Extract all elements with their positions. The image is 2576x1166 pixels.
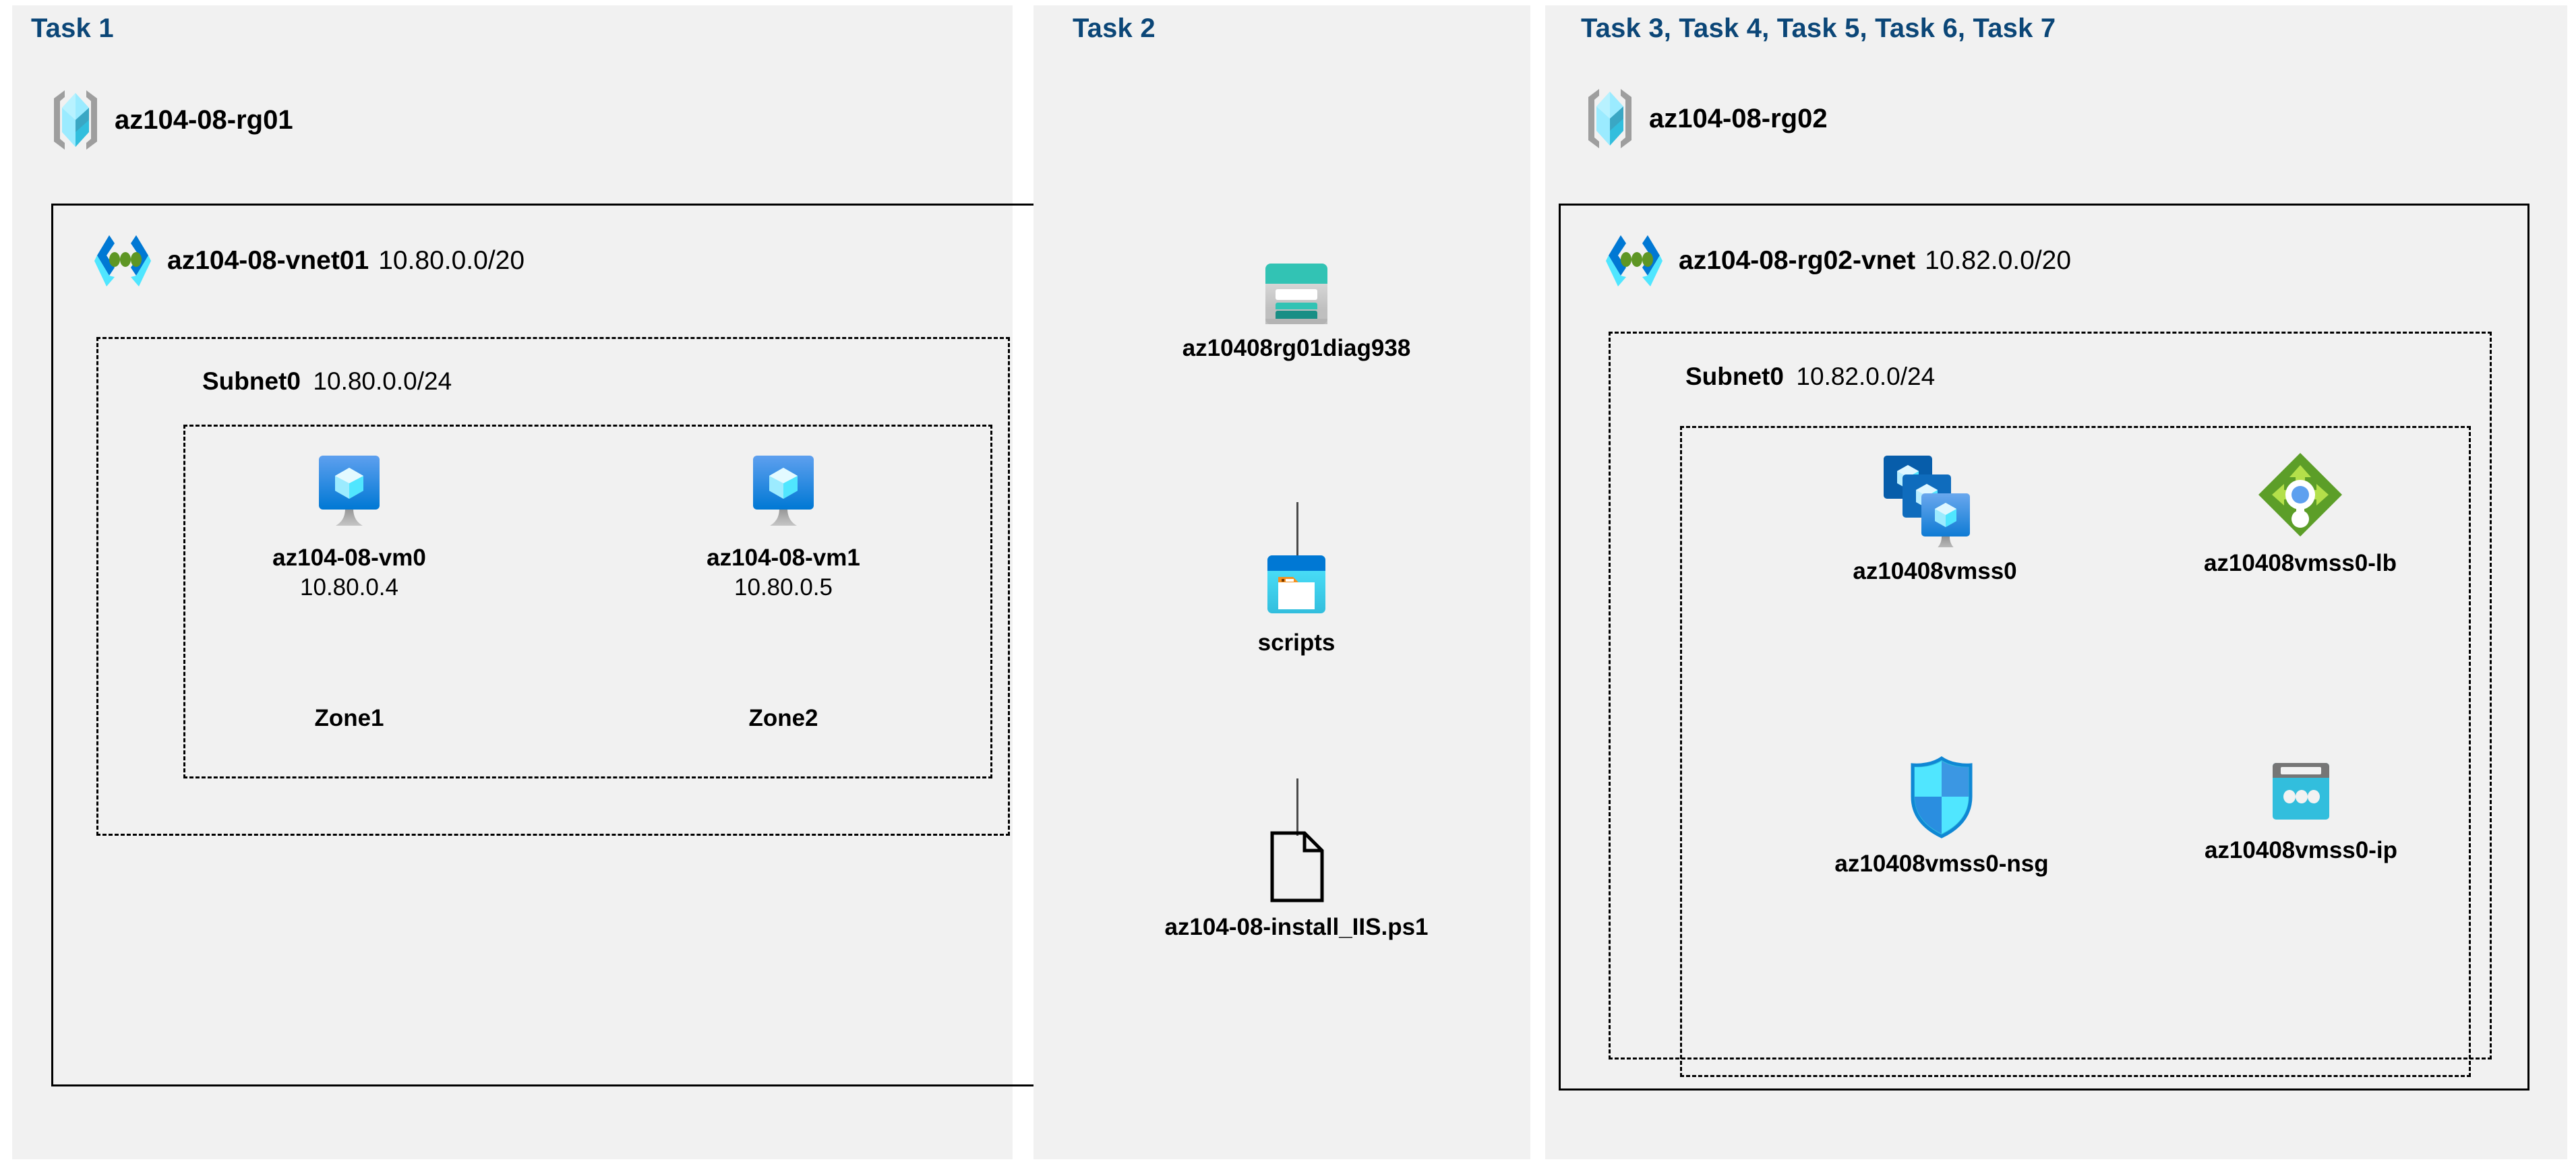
task1-subnet-name: Subnet0	[202, 367, 301, 395]
task3to7-subnet-cidr: 10.82.0.0/24	[1796, 363, 1936, 390]
storage-account-icon	[1263, 259, 1329, 324]
task3to7-load-balancer: az10408vmss0-lb	[2179, 450, 2422, 577]
task2-title: Task 2	[1073, 13, 1156, 43]
task2-file-label: az104-08-install_IIS.ps1	[1164, 914, 1429, 940]
vm-scale-set-icon	[1881, 453, 1989, 547]
task1-vm0-ip: 10.80.0.4	[300, 574, 398, 601]
resource-group-icon	[1586, 86, 1634, 151]
resource-group-icon	[51, 88, 100, 152]
task2-blob-container: scripts	[1189, 553, 1404, 656]
task3to7-resource-group-label: az104-08-rg02	[1649, 103, 1828, 133]
task1-resource-group: az104-08-rg01	[51, 88, 293, 152]
task3to7-nsg: az10408vmss0-nsg	[1814, 755, 2070, 878]
task3to7-public-ip-label: az10408vmss0-ip	[2204, 837, 2398, 863]
task2-blob-container-label: scripts	[1257, 630, 1336, 656]
task1-panel	[12, 5, 1013, 1159]
network-security-group-icon	[1906, 755, 1977, 840]
task2-connector-storage-to-scripts	[1296, 502, 1298, 559]
task3to7-public-ip: az10408vmss0-ip	[2190, 759, 2412, 864]
task3to7-nsg-label: az10408vmss0-nsg	[1834, 851, 2049, 877]
task1-vnet-name: az104-08-vnet01	[167, 246, 369, 275]
task3to7-vnet-cidr: 10.82.0.0/20	[1925, 246, 2072, 275]
task3to7-vnet-name: az104-08-rg02-vnet	[1679, 246, 1916, 275]
virtual-machine-icon	[742, 453, 825, 534]
task1-title: Task 1	[31, 13, 114, 43]
task1-vm1-zone: Zone2	[748, 705, 818, 731]
task1-vm1-label: az104-08-vm1	[707, 545, 860, 571]
virtual-machine-icon	[308, 453, 390, 534]
task1-subnet-box	[96, 337, 1010, 836]
task1-zones-box	[183, 425, 992, 778]
task1-vnet-header: az104-08-vnet01 10.80.0.0/20	[92, 233, 525, 289]
task3to7-resource-group: az104-08-rg02	[1586, 86, 1828, 151]
virtual-network-icon	[92, 233, 154, 289]
task1-vm0-label: az104-08-vm0	[272, 545, 426, 571]
task3to7-vmss-label: az10408vmss0	[1853, 558, 2017, 584]
task2-file: az104-08-install_IIS.ps1	[1162, 830, 1431, 941]
task3to7-panel	[1545, 5, 2567, 1159]
task3to7-resources-box	[1680, 426, 2471, 1077]
task3to7-subnet-header: Subnet0 10.82.0.0/24	[1685, 363, 1935, 391]
task1-vm1: az104-08-vm1 10.80.0.5	[702, 453, 864, 601]
task3to7-vnet-box	[1559, 204, 2529, 1091]
task3to7-title: Task 3, Task 4, Task 5, Task 6, Task 7	[1581, 13, 2056, 43]
task1-vm0-zone: Zone1	[314, 705, 384, 731]
task2-storage-account: az10408rg01diag938	[1182, 259, 1410, 362]
public-ip-address-icon	[2267, 759, 2335, 826]
task2-connector-scripts-to-file	[1296, 778, 1298, 836]
blob-container-icon	[1263, 553, 1329, 619]
task1-resource-group-label: az104-08-rg01	[115, 104, 293, 135]
task1-subnet-header: Subnet0 10.80.0.0/24	[202, 367, 452, 396]
task2-storage-account-label: az10408rg01diag938	[1182, 335, 1411, 361]
task1-vm1-ip: 10.80.0.5	[734, 574, 833, 601]
task1-subnet-cidr: 10.80.0.0/24	[313, 367, 452, 395]
task1-vm0: az104-08-vm0 10.80.0.4	[268, 453, 430, 601]
load-balancer-icon	[2256, 450, 2345, 539]
task3to7-load-balancer-label: az10408vmss0-lb	[2203, 550, 2397, 576]
task3to7-vmss: az10408vmss0	[1820, 453, 2049, 585]
task3to7-subnet-box	[1609, 332, 2492, 1060]
task3to7-vnet-header: az104-08-rg02-vnet 10.82.0.0/20	[1603, 233, 2071, 289]
virtual-network-icon	[1603, 233, 1665, 289]
task3to7-subnet-name: Subnet0	[1685, 363, 1784, 390]
file-icon	[1265, 830, 1327, 903]
task1-vnet-cidr: 10.80.0.0/20	[378, 246, 525, 275]
